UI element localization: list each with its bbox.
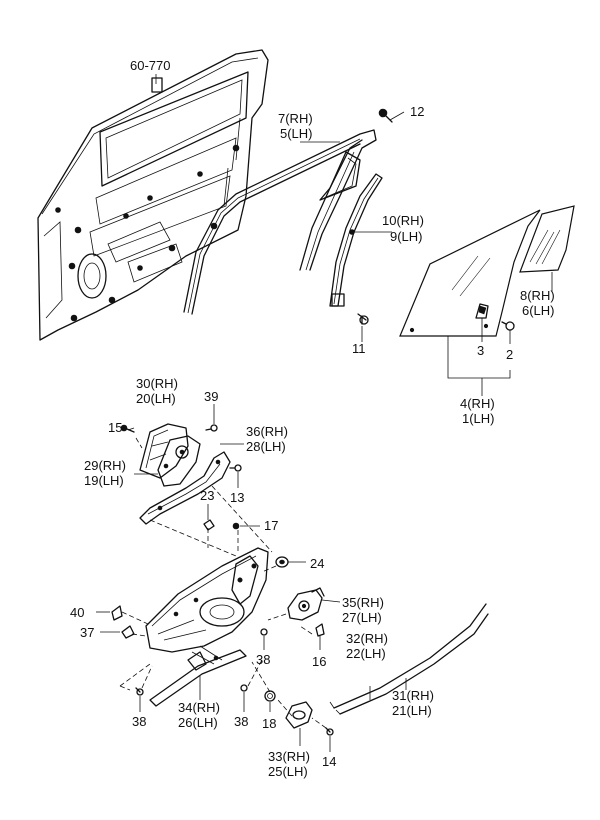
bolt-39 xyxy=(205,424,218,432)
screw-14 xyxy=(325,727,334,736)
clip-37 xyxy=(121,625,135,639)
label-part-25-lh: 25(LH) xyxy=(268,764,308,779)
label-part-3: 3 xyxy=(477,343,485,358)
label-part-27-lh: 27(LH) xyxy=(342,610,382,625)
label-part-1-lh: 1(LH) xyxy=(462,411,495,426)
label-part-39: 39 xyxy=(204,389,219,404)
label-part-12: 12 xyxy=(410,104,425,119)
label-part-15: 15 xyxy=(108,420,123,435)
label-part-17: 17 xyxy=(264,518,279,533)
label-part-28-lh: 28(LH) xyxy=(246,439,286,454)
rear-lower-channel xyxy=(329,173,383,325)
clip-40 xyxy=(111,605,123,621)
label-part-20-lh: 20(LH) xyxy=(136,391,176,406)
label-part-37: 37 xyxy=(80,625,95,640)
bolt-17 xyxy=(232,522,240,530)
glass-run-channel xyxy=(183,129,377,315)
label-part-38-center: 38 xyxy=(256,652,271,667)
regulator-motor-housing xyxy=(139,423,201,487)
quarter-glass xyxy=(519,205,575,273)
label-part-24: 24 xyxy=(310,556,325,571)
label-part-7-rh: 7(RH) xyxy=(278,111,313,126)
label-part-38-lower: 38 xyxy=(234,714,249,729)
label-part-38-left: 38 xyxy=(132,714,147,729)
label-part-26-lh: 26(LH) xyxy=(178,715,218,730)
label-ref-60-770: 60-770 xyxy=(130,58,171,73)
label-part-11: 11 xyxy=(352,341,366,356)
label-part-29-rh: 29(RH) xyxy=(84,458,126,473)
clip-16 xyxy=(315,623,325,637)
assembly-dashed-lines xyxy=(119,437,327,729)
label-part-2: 2 xyxy=(506,347,514,362)
control-cables xyxy=(329,603,489,715)
bolt-15 xyxy=(120,424,135,433)
label-part-22-lh: 22(LH) xyxy=(346,646,386,661)
label-part-16: 16 xyxy=(312,654,327,669)
label-part-40: 40 xyxy=(70,605,85,620)
bolt-38-b xyxy=(240,684,248,692)
bolt-12 xyxy=(378,108,393,123)
label-part-18: 18 xyxy=(262,716,277,731)
label-part-13: 13 xyxy=(230,490,245,505)
label-part-32-rh: 32(RH) xyxy=(346,631,388,646)
label-part-10-rh: 10(RH) xyxy=(382,213,424,228)
label-part-35-rh: 35(RH) xyxy=(342,595,384,610)
label-part-19-lh: 19(LH) xyxy=(84,473,124,488)
door-glass xyxy=(399,209,541,337)
bolt-2 xyxy=(501,321,515,331)
label-part-31-rh: 31(RH) xyxy=(392,688,434,703)
label-part-21-lh: 21(LH) xyxy=(392,703,432,718)
label-part-36-rh: 36(RH) xyxy=(246,424,288,439)
grommet-18 xyxy=(264,690,276,702)
label-part-8-rh: 8(RH) xyxy=(520,288,555,303)
regulator-arm-36-28 xyxy=(139,451,231,525)
label-part-33-rh: 33(RH) xyxy=(268,749,310,764)
label-part-6-lh: 6(LH) xyxy=(522,303,555,318)
label-part-5-lh: 5(LH) xyxy=(280,126,313,141)
leader-lines xyxy=(96,74,553,752)
door-inner-panel xyxy=(37,49,269,341)
door-latch-35-27 xyxy=(287,587,325,621)
bolt-38-c xyxy=(260,628,268,636)
window-regulator xyxy=(145,547,269,707)
label-part-14: 14 xyxy=(322,754,337,769)
glass-clip-3 xyxy=(475,303,489,319)
bolt-38-a xyxy=(135,687,144,696)
grommet-24 xyxy=(275,556,289,568)
label-part-9-lh: 9(LH) xyxy=(390,229,423,244)
label-part-4-rh: 4(RH) xyxy=(460,396,495,411)
nut-23 xyxy=(203,519,215,531)
bolt-13 xyxy=(229,464,242,472)
label-part-34-rh: 34(RH) xyxy=(178,700,220,715)
label-part-30-rh: 30(RH) xyxy=(136,376,178,391)
label-part-23: 23 xyxy=(200,488,215,503)
inside-handle-33-25 xyxy=(285,701,313,729)
